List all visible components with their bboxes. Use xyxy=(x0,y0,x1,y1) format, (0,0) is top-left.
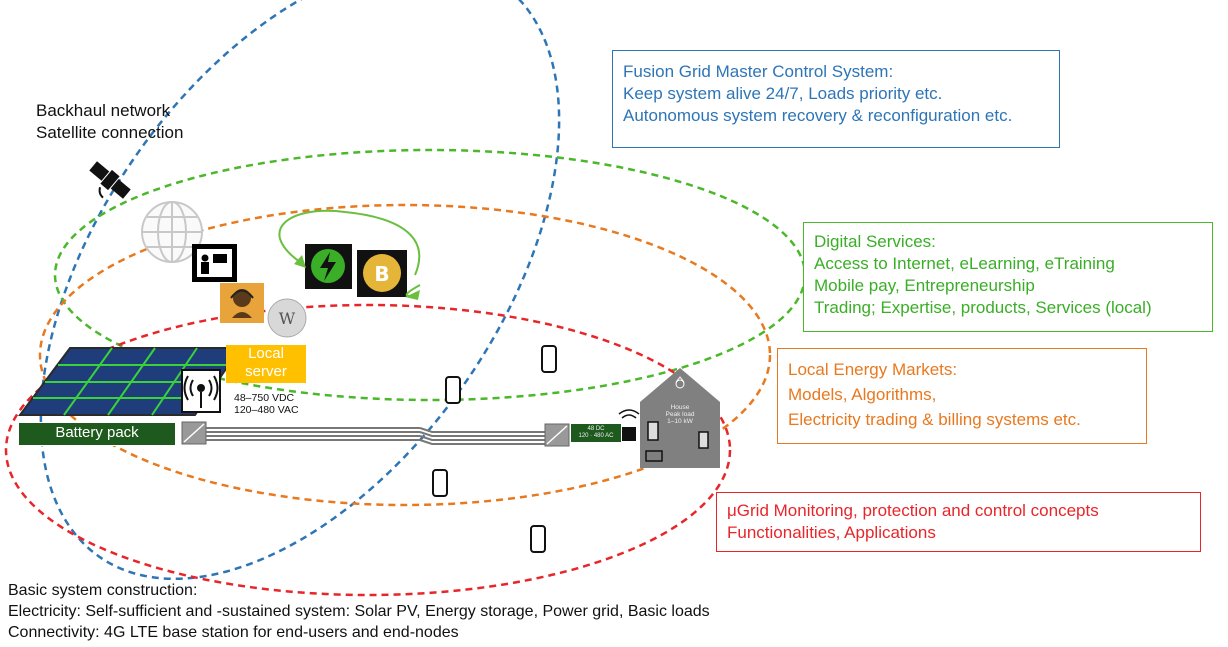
antenna-icon xyxy=(181,369,221,413)
footer-text: Basic system construction: Electricity: … xyxy=(8,580,710,643)
local-server-line-2: server xyxy=(245,363,287,380)
globe-icon xyxy=(141,201,203,263)
satellite-icon xyxy=(89,161,131,199)
ugrid-box: μGrid Monitoring, protection and control… xyxy=(716,492,1201,552)
battery-pack: Battery pack xyxy=(18,422,176,446)
fusion-grid-box: Fusion Grid Master Control System: Keep … xyxy=(612,50,1060,148)
local-server-line-1: Local xyxy=(248,345,284,362)
backhaul-line-2: Satellite connection xyxy=(36,123,184,142)
fusion-line-3: Autonomous system recovery & reconfigura… xyxy=(623,106,1013,125)
voltage-dc: 48–750 VDC xyxy=(234,392,295,404)
bitcoin-icon: B xyxy=(357,250,407,297)
house-icon xyxy=(640,368,720,468)
footer-line-1: Basic system construction: xyxy=(8,582,198,599)
mobile-pay-icon xyxy=(305,244,352,289)
inverter-small-line-1: 48 DC xyxy=(587,426,605,432)
energy-title: Local Energy Markets: xyxy=(788,360,958,379)
local-server-label: Local server xyxy=(226,345,306,383)
house-line-1: House xyxy=(670,404,690,411)
energy-line-3: Electricity trading & billing systems et… xyxy=(788,410,1081,429)
svg-text:B: B xyxy=(374,262,389,286)
inverter-small-line-2: 120 · 480 AC xyxy=(578,433,614,439)
phone-icon xyxy=(432,469,448,497)
footer-line-3: Connectivity: 4G LTE base station for en… xyxy=(8,624,459,641)
energy-line-2: Models, Algorithms, xyxy=(788,385,937,404)
orange-ellipse xyxy=(38,203,772,507)
fusion-line-2: Keep system alive 24/7, Loads priority e… xyxy=(623,84,943,103)
svg-text:W: W xyxy=(279,309,296,328)
fusion-title: Fusion Grid Master Control System: xyxy=(623,62,894,81)
house-label: House Peak load 1–10 kW xyxy=(655,404,705,425)
headset-user-icon xyxy=(220,283,264,323)
inverter-small-label-bg xyxy=(571,424,621,442)
digital-line-2: Access to Internet, eLearning, eTraining xyxy=(814,254,1115,273)
ugrid-line-2: Functionalities, Applications xyxy=(727,523,936,542)
phone-icon xyxy=(541,345,557,373)
router-icon xyxy=(618,409,640,441)
wikipedia-icon: W xyxy=(267,298,307,338)
house-line-3: 1–10 kW xyxy=(667,418,693,425)
exchange-arrow xyxy=(278,209,421,276)
phone-icon xyxy=(530,525,546,553)
inverter-right-icon xyxy=(544,423,570,447)
power-line xyxy=(206,427,545,445)
phone-icon xyxy=(445,376,461,404)
local-energy-box: Local Energy Markets: Models, Algorithms… xyxy=(777,348,1147,444)
voltage-label: 48–750 VDC 120–480 VAC xyxy=(234,392,299,416)
digital-line-3: Mobile pay, Entrepreneurship xyxy=(814,276,1035,295)
digital-title: Digital Services: xyxy=(814,232,936,251)
footer-line-2: Electricity: Self-sufficient and -sustai… xyxy=(8,603,710,620)
inverter-small-label: 48 DC 120 · 480 AC xyxy=(571,426,621,440)
digital-services-box: Digital Services: Access to Internet, eL… xyxy=(803,222,1213,332)
backhaul-label: Backhaul network Satellite connection xyxy=(36,100,183,144)
digital-line-4: Trading; Expertise, products, Services (… xyxy=(814,298,1152,317)
blue-ellipse xyxy=(39,0,561,581)
voltage-ac: 120–480 VAC xyxy=(234,404,299,416)
teacher-icon xyxy=(192,244,237,282)
red-ellipse xyxy=(4,303,732,597)
backhaul-line-1: Backhaul network xyxy=(36,101,171,120)
house-line-2: Peak load xyxy=(665,411,695,418)
inverter-left-icon xyxy=(181,421,207,445)
ugrid-title: μGrid Monitoring, protection and control… xyxy=(727,501,1099,520)
